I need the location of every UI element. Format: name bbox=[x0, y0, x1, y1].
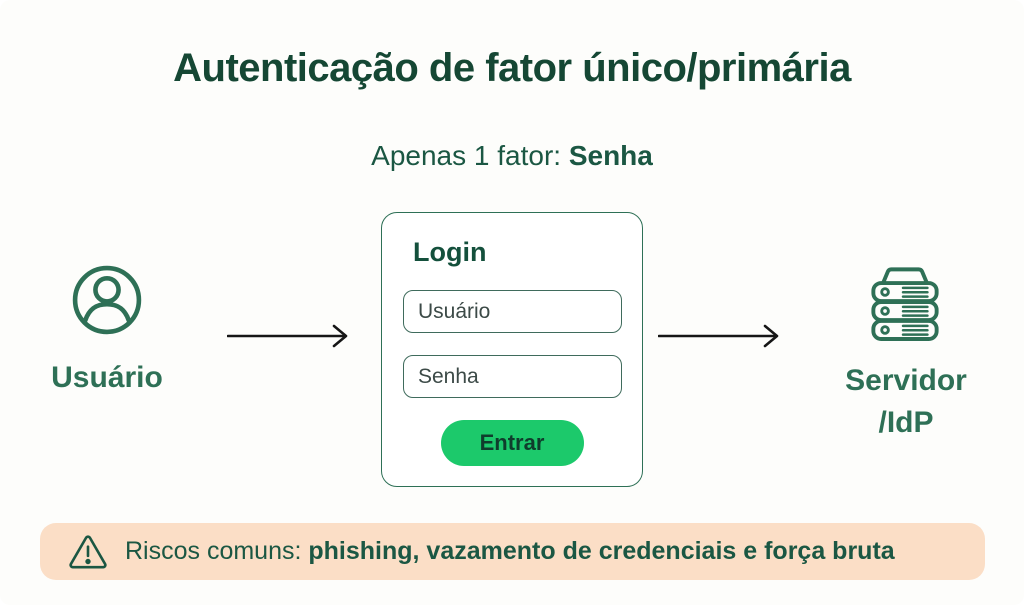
user-label: Usuário bbox=[51, 361, 163, 394]
risk-text: Riscos comuns: phishing, vazamento de cr… bbox=[125, 537, 895, 566]
login-card-title: Login bbox=[413, 237, 487, 267]
risk-text-bold: phishing, vazamento de credenciais e for… bbox=[308, 537, 895, 565]
subtitle-prefix: Apenas 1 fator: bbox=[371, 140, 569, 171]
subtitle-factor: Senha bbox=[568, 140, 653, 171]
username-input[interactable] bbox=[403, 290, 622, 333]
entrar-button[interactable]: Entrar bbox=[440, 420, 584, 466]
login-card: Login Entrar bbox=[381, 212, 643, 487]
server-label: Servidor /IdP bbox=[806, 360, 1006, 444]
warning-icon bbox=[68, 533, 108, 570]
subtitle: Apenas 1 fator: Senha bbox=[0, 140, 1024, 172]
risk-text-prefix: Riscos comuns: bbox=[125, 537, 309, 565]
page-title: Autenticação de fator único/primária bbox=[173, 46, 851, 90]
server-label-line1: Servidor bbox=[845, 364, 967, 397]
server-icon bbox=[868, 263, 942, 341]
arrow-login-to-server-icon bbox=[658, 323, 784, 349]
server-label-line2: /IdP bbox=[878, 406, 934, 439]
password-input[interactable] bbox=[403, 355, 622, 398]
user-icon bbox=[70, 263, 144, 337]
arrow-user-to-login-icon bbox=[227, 323, 353, 349]
risk-banner: Riscos comuns: phishing, vazamento de cr… bbox=[40, 523, 985, 580]
